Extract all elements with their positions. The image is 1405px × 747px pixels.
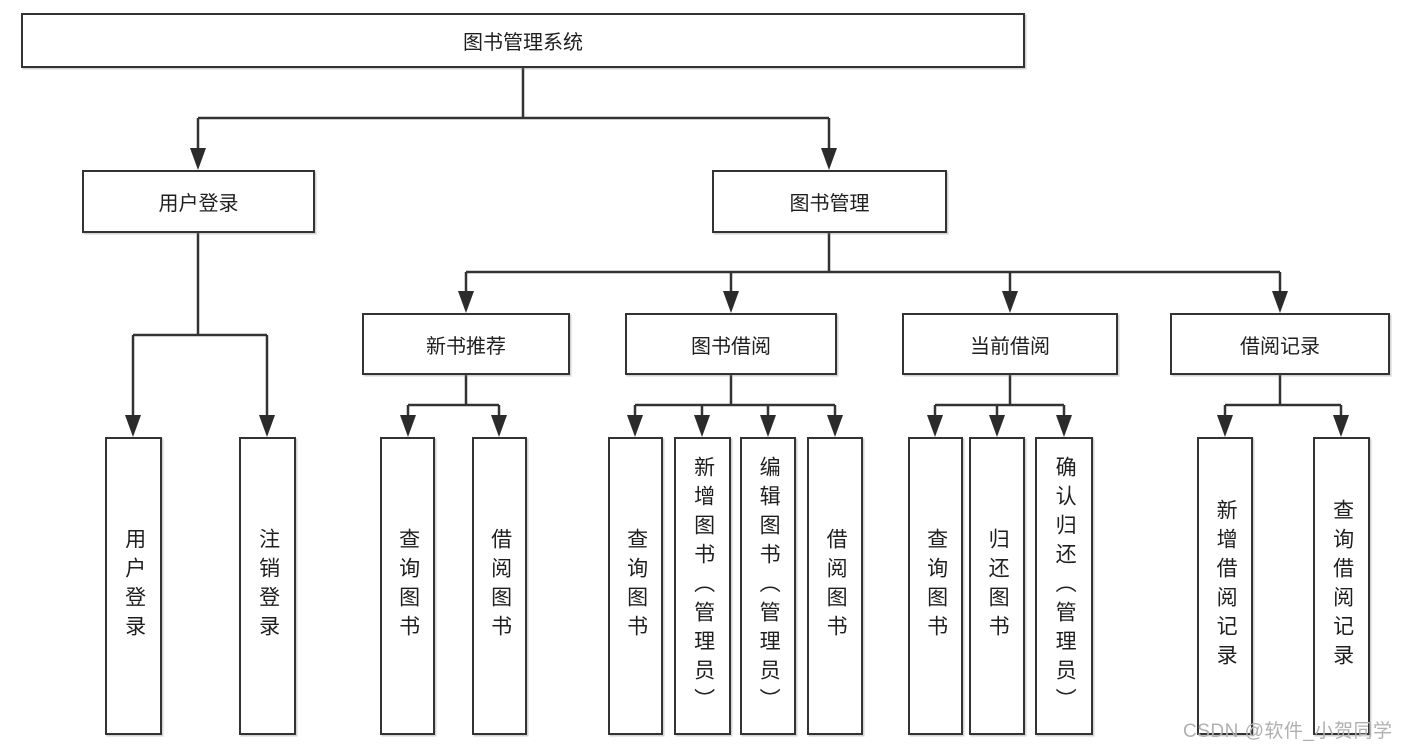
leaf-label: 用户登录 [122,528,146,644]
leaf-label: 注销登录 [256,528,280,644]
connector-user-login-to-leaves [131,233,269,419]
leaf-borrow-books-recommendation: 借阅图书 [472,437,527,735]
arrowhead [400,415,416,437]
arrowhead [1217,415,1233,437]
arrowhead [989,415,1005,437]
leaf-query-books-borrowing: 查询图书 [608,437,663,735]
arrowhead [1272,291,1288,313]
leaf-label: 借阅图书 [488,528,512,644]
node-label: 图书管理系统 [463,32,583,54]
leaf-query-borrow-record: 查询借阅记录 [1313,437,1370,735]
leaf-label: 查询图书 [396,528,420,644]
leaf-label: 新增图书（管理员） [691,455,715,717]
arrowhead [1002,291,1018,313]
leaf-label: 编辑图书（管理员） [757,455,781,717]
arrowhead [1056,415,1072,437]
leaf-user-login: 用户登录 [105,437,162,735]
leaf-label: 查询借阅记录 [1330,499,1354,673]
connector-current-borrowing-to-leaves [933,375,1066,419]
arrowhead [694,415,710,437]
leaf-confirm-return-admin: 确认归还（管理员） [1035,437,1093,735]
node-user-login: 用户登录 [82,170,315,233]
leaf-return-books: 归还图书 [969,437,1025,735]
arrowhead [259,415,275,437]
leaf-logout: 注销登录 [239,437,296,735]
node-label: 图书管理 [789,193,870,215]
leaf-label: 确认归还（管理员） [1053,455,1077,717]
arrowhead [1333,415,1349,437]
node-label: 当前借阅 [970,335,1050,358]
leaf-label: 归还图书 [986,528,1010,644]
arrowhead [125,415,141,437]
leaf-borrow-books: 借阅图书 [807,437,863,735]
leaf-query-books-current: 查询图书 [908,437,963,735]
arrowhead [760,415,776,437]
arrowhead [627,415,643,437]
node-label: 用户登录 [158,193,239,215]
leaf-add-borrow-record: 新增借阅记录 [1197,437,1253,735]
arrowhead [458,291,474,313]
node-borrowing-records: 借阅记录 [1170,313,1390,375]
connector-new-book-to-leaves [406,375,501,419]
leaf-label: 查询图书 [924,528,948,644]
leaf-label: 查询图书 [624,528,648,644]
node-book-borrowing: 图书借阅 [625,313,837,375]
arrowhead [927,415,943,437]
leaf-label: 借阅图书 [824,528,848,644]
node-label: 图书借阅 [691,335,771,358]
watermark-csdn: CSDN @软件_小贺同学 [1183,721,1393,742]
connector-borrowing-records-to-leaves [1223,375,1343,419]
connector-root-to-level2 [196,68,831,152]
leaf-label: 新增借阅记录 [1214,499,1238,673]
node-label: 借阅记录 [1240,335,1320,358]
connector-book-management-to-level3 [464,233,1282,295]
node-new-book-recommendation: 新书推荐 [362,313,570,375]
leaf-add-books-admin: 新增图书（管理员） [674,437,731,735]
leaf-edit-books-admin: 编辑图书（管理员） [740,437,796,735]
node-library-management-system: 图书管理系统 [21,13,1025,68]
connector-book-borrowing-to-leaves [633,375,837,419]
node-current-borrowing: 当前借阅 [902,313,1118,375]
arrowhead [190,148,206,170]
arrowhead [821,148,837,170]
leaf-query-books-recommendation: 查询图书 [380,437,435,735]
node-label: 新书推荐 [426,335,506,358]
arrowheads [125,148,1349,437]
node-book-management: 图书管理 [712,170,947,233]
arrowhead [723,291,739,313]
arrowhead [827,415,843,437]
arrowhead [491,415,507,437]
